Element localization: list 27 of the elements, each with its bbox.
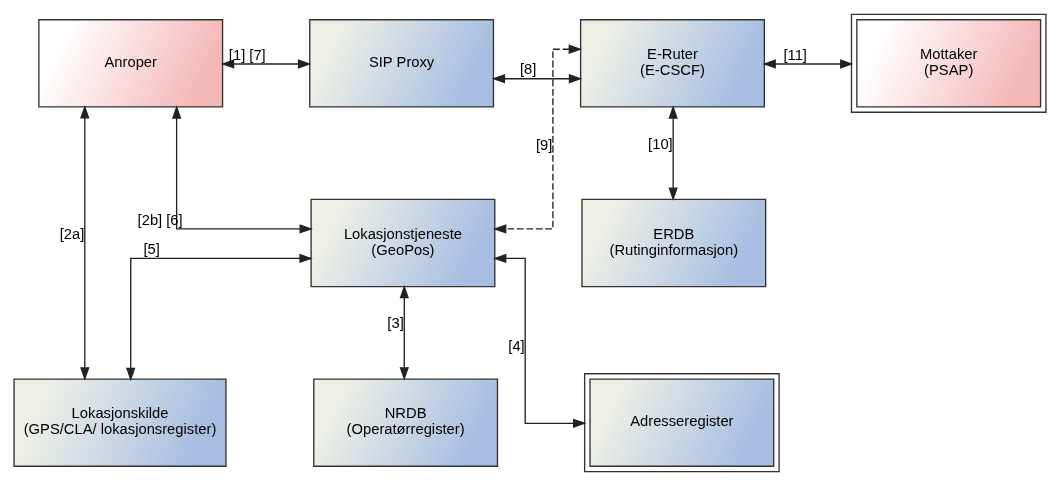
node-box: NRDB (Operatørregister) [313,377,499,467]
node-box: Lokasjonstjeneste (GeoPos) [310,198,496,287]
arrow [171,104,313,234]
node-box: E-Ruter (E-CSCF) [579,18,765,108]
node-box: SIP Proxy [309,18,495,108]
node-box: Mottaker (PSAP) [850,13,1047,113]
node-box: ERDB (Rutinginformasjon) [581,198,767,287]
arrow [492,44,583,234]
edge-label: [10] [648,135,673,152]
node-box: Adresseregister [583,372,780,472]
edge-label: [8] [520,60,537,77]
node-box: Lokasjonskilde (GPS/CLA/ lokasjonsregister) [13,377,227,467]
edge-label: [2a] [59,225,85,242]
edge-label: [5] [143,240,160,257]
node-box: Anroper [38,18,224,108]
edge-label: [1] [7] [228,46,266,63]
arrow [762,58,854,69]
arrow [668,104,678,201]
arrow [491,73,583,83]
edge-label: [4] [508,337,525,354]
edge-label: [11] [783,46,807,63]
arrow [80,104,90,381]
arrow [126,253,313,381]
edge-label: [9] [535,136,553,153]
arrow [492,253,587,428]
arrow [399,284,409,381]
edge-label: [3] [387,314,404,331]
